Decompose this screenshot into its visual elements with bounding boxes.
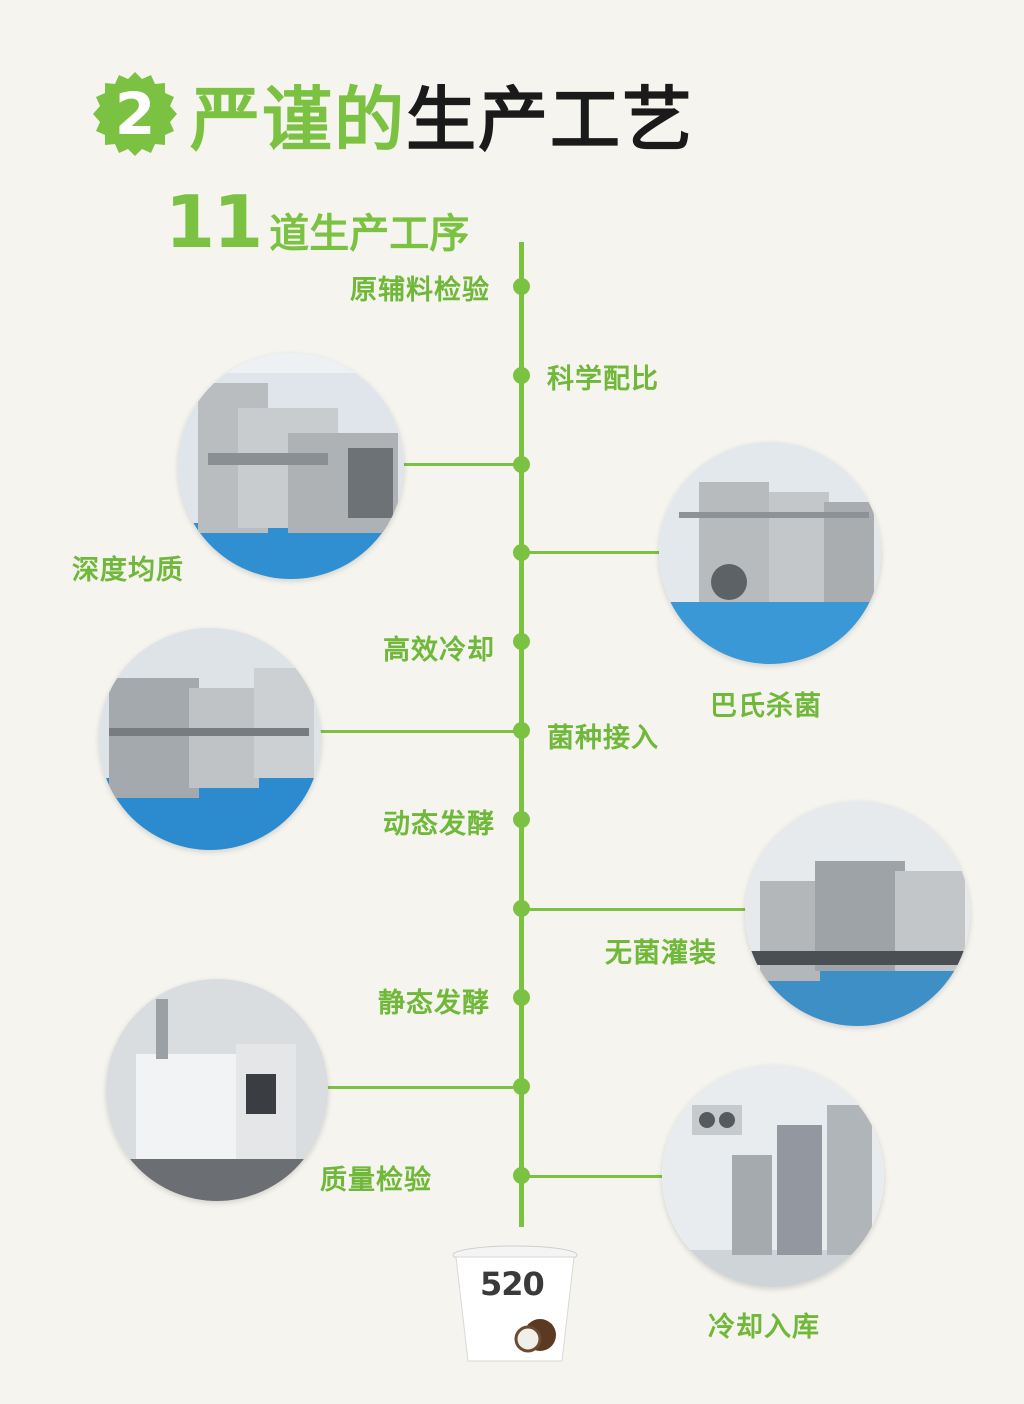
timeline-dot	[513, 722, 530, 739]
photo-cold-storage	[662, 1065, 884, 1287]
connector-pasteurize	[522, 551, 667, 554]
product-name: 520	[480, 1265, 545, 1303]
step-label: 科学配比	[547, 364, 659, 395]
photo-homogenizer	[178, 353, 404, 579]
connector-homogenize	[400, 463, 522, 466]
step-label: 深度均质	[72, 555, 184, 586]
step-label: 静态发酵	[378, 988, 490, 1019]
photo-pasteurization	[659, 442, 881, 664]
step-label: 菌种接入	[547, 723, 659, 754]
timeline-dot	[513, 1078, 530, 1095]
timeline-dot	[513, 633, 530, 650]
connector-fermentation-photo	[318, 730, 522, 733]
step-label: 巴氏杀菌	[710, 691, 822, 722]
timeline-dot	[513, 278, 530, 295]
page-title: 2 严谨的 生产工艺	[92, 64, 694, 164]
connector-filling	[522, 908, 750, 911]
timeline-dot	[513, 367, 530, 384]
step-label: 无菌灌装	[605, 938, 717, 969]
timeline-dot	[513, 989, 530, 1006]
step-number-badge: 2	[92, 71, 178, 157]
step-label: 动态发酵	[383, 809, 495, 840]
subtitle: 11 道生产工序	[165, 180, 469, 264]
product-cup: 520	[450, 1243, 580, 1365]
timeline-dot	[513, 1167, 530, 1184]
photo-quality-testing	[106, 979, 328, 1201]
subtitle-text: 道生产工序	[269, 211, 470, 257]
photo-aseptic-filling	[745, 801, 970, 1026]
badge-seal-icon	[93, 72, 177, 156]
step-label: 原辅料检验	[350, 275, 490, 306]
connector-quality	[325, 1086, 522, 1089]
subtitle-number: 11	[165, 180, 263, 264]
title-black-text: 生产工艺	[406, 78, 694, 161]
step-label: 高效冷却	[383, 635, 495, 666]
timeline-dot	[513, 456, 530, 473]
connector-storage	[522, 1175, 667, 1178]
title-green-text: 严谨的	[190, 78, 406, 161]
timeline-dot	[513, 900, 530, 917]
timeline-dot	[513, 544, 530, 561]
step-label: 质量检验	[320, 1165, 432, 1196]
timeline-dot	[513, 811, 530, 828]
photo-fermentation	[99, 628, 321, 850]
step-label: 冷却入库	[708, 1312, 820, 1343]
badge-number: 2	[114, 80, 156, 148]
